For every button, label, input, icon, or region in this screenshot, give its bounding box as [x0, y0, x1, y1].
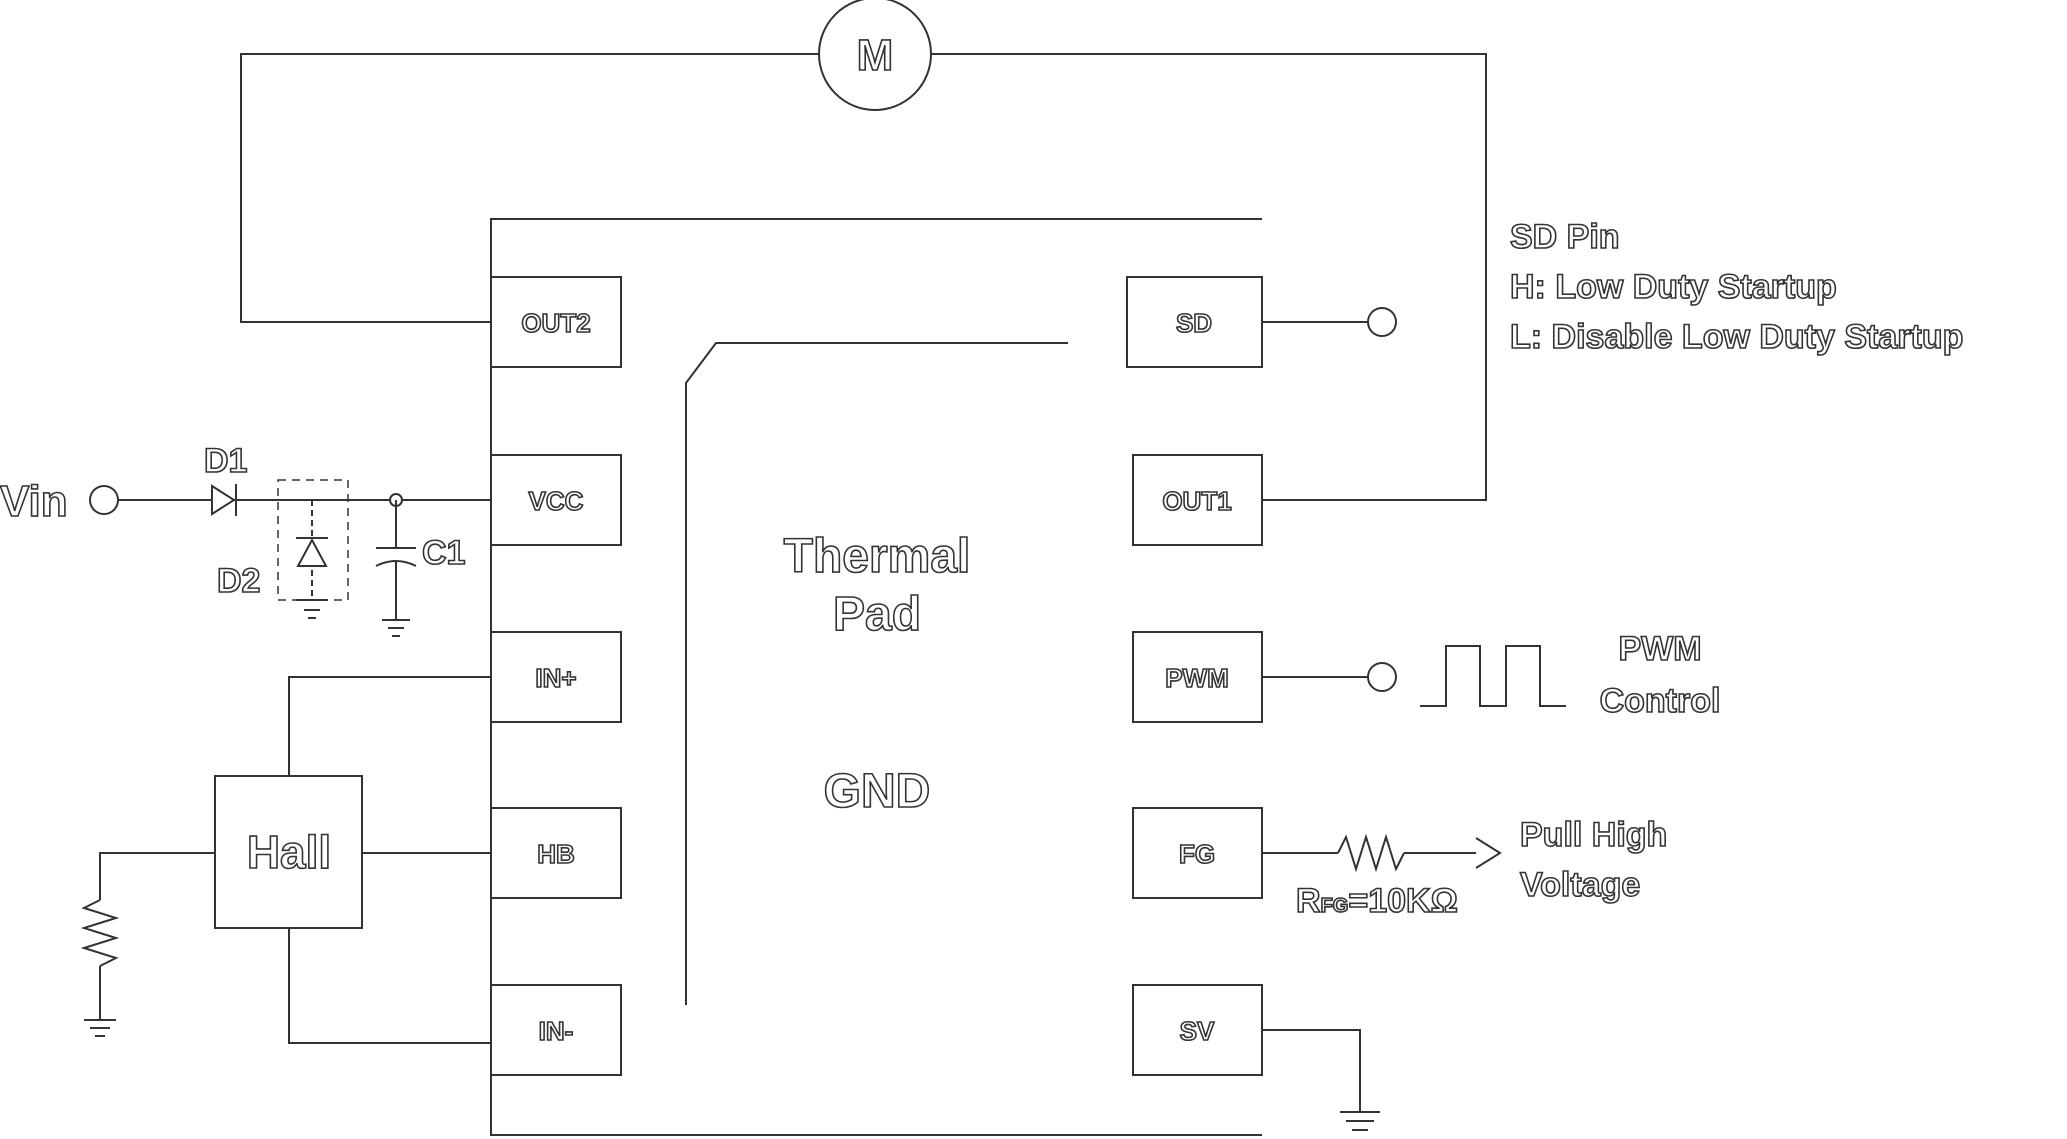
c1-label: C1	[422, 534, 465, 572]
pin-fg-label: FG	[1179, 839, 1215, 869]
pin-hb-label: HB	[537, 839, 575, 869]
pin-pwm-label: PWM	[1165, 663, 1229, 693]
chip: OUT2 VCC IN+ HB IN- SD OUT1 PWM	[490, 218, 1263, 1136]
sv-ground	[1262, 1029, 1380, 1131]
pin-in-minus-label: IN-	[539, 1016, 574, 1046]
pwm-note-line2: Control	[1600, 682, 1721, 720]
pin-pwm: PWM	[1132, 631, 1263, 723]
pin-sv-label: SV	[1180, 1016, 1215, 1046]
hall-resistor	[80, 899, 120, 967]
motor-label: M	[857, 31, 894, 80]
d1-label: D1	[204, 442, 247, 480]
vin-label: Vin	[0, 477, 68, 526]
thermal-pad-line1: Thermal	[784, 530, 971, 583]
pin-out2-label: OUT2	[521, 308, 590, 338]
fg-resistor	[1337, 833, 1405, 873]
fg-resistor-sub: FG	[1321, 895, 1349, 917]
pin-out1-label: OUT1	[1162, 486, 1231, 516]
pwm-waveform	[1420, 645, 1566, 707]
pin-in-plus: IN+	[490, 631, 622, 723]
pin-vcc-label: VCC	[529, 486, 584, 516]
sd-circuit: SD Pin H: Low Duty Startup L: Disable Lo…	[1262, 217, 1964, 357]
pin-in-plus-label: IN+	[535, 663, 576, 693]
hall-circuit: Hall	[80, 676, 491, 1044]
pin-vcc: VCC	[490, 454, 622, 546]
diode-d2: D2	[216, 479, 349, 619]
vin-terminal	[89, 485, 119, 515]
d2-label: D2	[217, 562, 260, 600]
sd-note-line3: L: Disable Low Duty Startup	[1510, 318, 1963, 356]
fg-resistor-main: R	[1296, 882, 1321, 920]
fg-arrow	[1475, 837, 1502, 869]
pin-hb: HB	[490, 807, 622, 899]
pin-out2: OUT2	[490, 276, 622, 368]
pin-in-minus: IN-	[490, 984, 622, 1076]
thermal-pad-line2: Pad	[833, 588, 921, 641]
fg-resistor-value: =10KΩ	[1348, 882, 1458, 920]
fg-note-line1: Pull High	[1520, 816, 1667, 854]
pin-sd: SD	[1126, 276, 1263, 368]
motor: M	[818, 0, 932, 111]
fg-circuit: RFG=10KΩ Pull High Voltage	[1262, 815, 1668, 921]
svg-text:RFG=10KΩ: RFG=10KΩ	[1296, 882, 1458, 920]
pwm-terminal	[1367, 662, 1397, 692]
pin-sv: SV	[1132, 984, 1263, 1076]
pwm-note-line1: PWM	[1618, 630, 1701, 668]
pin-fg: FG	[1132, 807, 1263, 899]
capacitor-c1: C1	[375, 493, 466, 637]
diode-d1: D1	[203, 441, 248, 516]
fg-note-line2: Voltage	[1520, 866, 1640, 904]
vin-circuit: Vin D1 D2 C1	[0, 441, 491, 637]
pin-out1: OUT1	[1132, 454, 1263, 546]
sd-note-line1: SD Pin	[1510, 218, 1620, 256]
sd-note-line2: H: Low Duty Startup	[1510, 268, 1837, 306]
sd-terminal	[1367, 307, 1397, 337]
pwm-circuit: PWM Control	[1262, 629, 1721, 721]
motor-circle	[818, 0, 932, 111]
thermal-pad-outline	[685, 342, 1068, 1005]
hall-label: Hall	[247, 826, 331, 878]
gnd-label: GND	[824, 765, 931, 818]
pin-sd-label: SD	[1176, 308, 1212, 338]
